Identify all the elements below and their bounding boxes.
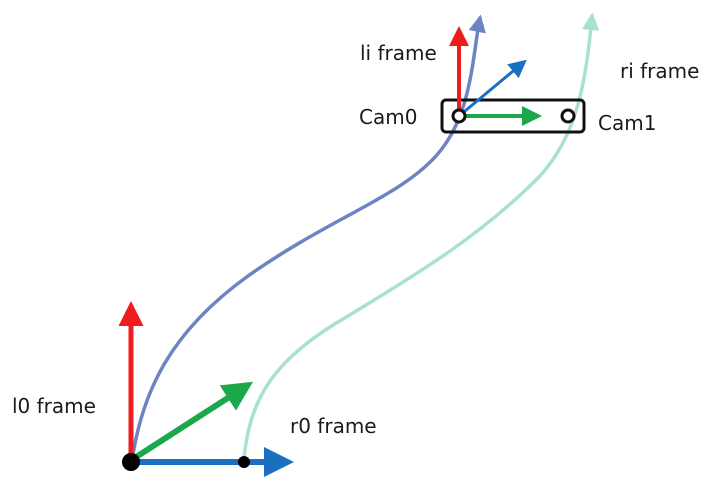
label-r0-frame: r0 frame [290,414,377,438]
stereo-rig-box [440,98,586,134]
cam0-marker [451,108,467,124]
l0-axis-green [131,381,254,462]
label-cam0: Cam0 [359,105,417,129]
l0-origin-dot [122,453,140,471]
right-trajectory-curve [242,12,600,460]
label-cam1: Cam1 [598,111,656,135]
left-trajectory-curve [130,14,486,463]
cam1-marker [560,108,576,124]
label-li-frame: li frame [360,41,437,65]
label-ri-frame: ri frame [620,59,699,83]
label-l0-frame: l0 frame [12,394,96,418]
r0-origin-dot [238,456,250,468]
li-axis-blue [458,59,527,118]
